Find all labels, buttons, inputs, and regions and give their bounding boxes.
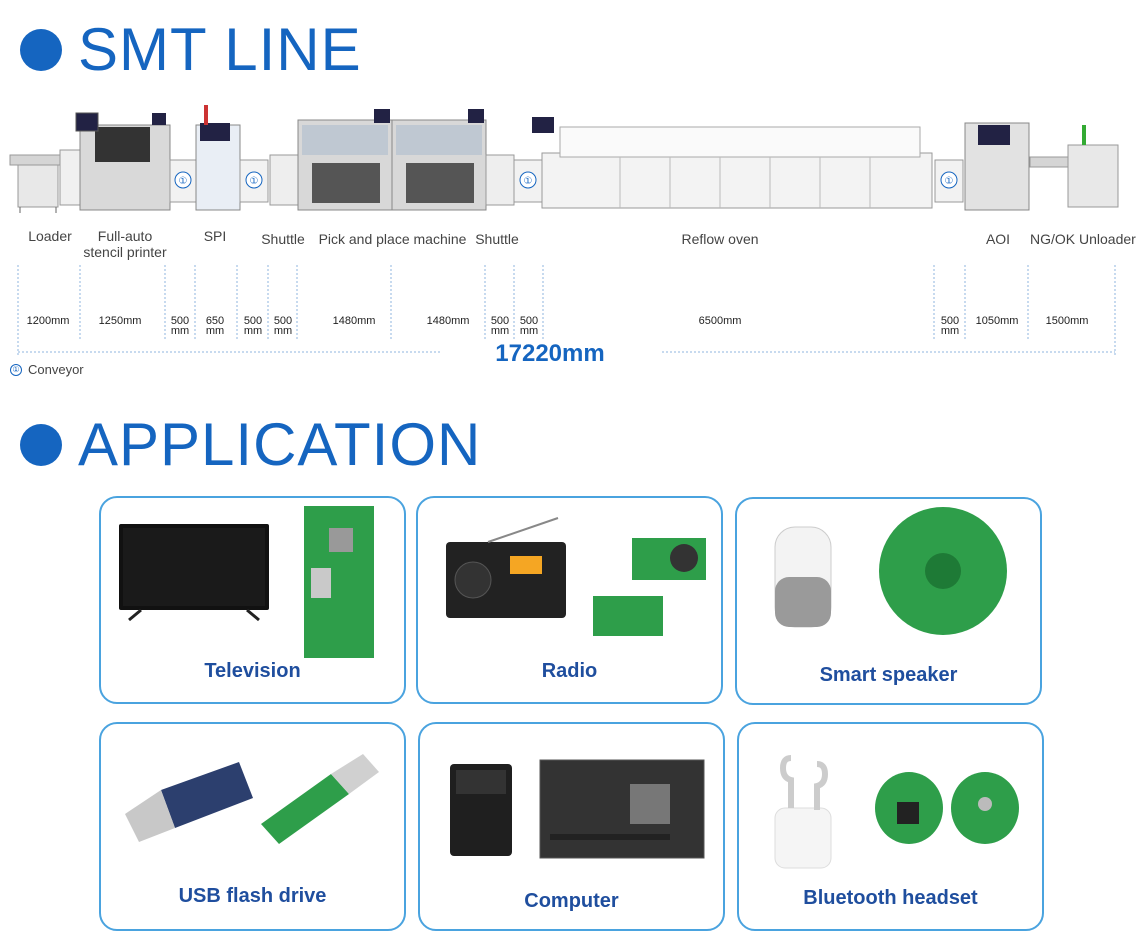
dimension-spi: 650 mm (205, 315, 225, 337)
legend-label: Conveyor (28, 362, 84, 377)
dimension-pick-place-2: 1480mm (426, 315, 470, 327)
conveyor-legend: ① Conveyor (10, 362, 84, 377)
dimension-conveyor: 500 mm (519, 315, 539, 337)
dimension-pick-place-1: 1480mm (332, 315, 376, 327)
bullet-dot-icon (20, 29, 62, 71)
conveyor-unit: ① (239, 159, 269, 203)
machine-label-reflow-oven: Reflow oven (681, 231, 759, 247)
conveyor-marker: ① (524, 176, 533, 187)
conveyor-marker-icon: ① (10, 363, 22, 376)
shuttle-machine (485, 154, 515, 206)
computer-illustration (450, 759, 705, 859)
dimension-conveyor: 500 mm (940, 315, 960, 337)
machine-label-loader: Loader (28, 228, 72, 244)
dimension-conveyor: 500 mm (243, 315, 263, 337)
dimension-conveyor: 500 mm (170, 315, 190, 337)
conveyor-marker: ① (179, 176, 188, 187)
pick-and-place-machine (297, 109, 393, 211)
dimension-unloader: 1500mm (1045, 315, 1089, 327)
machine-label-spi: SPI (203, 228, 227, 244)
smt-line-heading: SMT LINE (20, 20, 362, 80)
application-card-television: Television (99, 496, 406, 704)
machine-label-unloader: NG/OK Unloader (1030, 231, 1136, 247)
bluetooth-headset-illustration (774, 755, 1019, 869)
aoi-machine (964, 122, 1030, 211)
machine-label-shuttle: Shuttle (261, 231, 305, 247)
conveyor-marker: ① (945, 176, 954, 187)
smt-line-illustration: ① ① ① (9, 105, 1119, 213)
application-label: USB flash drive (178, 885, 327, 907)
reflow-oven-machine (532, 117, 933, 209)
dimension-stencil-printer: 1250mm (98, 315, 142, 327)
machine-label-stencil-printer: Full-auto stencil printer (83, 228, 167, 260)
application-label: Computer (524, 890, 619, 912)
application-label: Television (204, 660, 301, 682)
shuttle-machine (269, 154, 299, 206)
dimension-loader: 1200mm (26, 315, 70, 327)
application-card-usb-flash-drive: USB flash drive (99, 722, 406, 931)
dimension-reflow-oven: 6500mm (698, 315, 742, 327)
pick-and-place-machine (391, 109, 487, 211)
machine-label-pick-and-place: Pick and place machine (318, 231, 467, 247)
application-title: APPLICATION (78, 411, 482, 478)
unloader-machine (1029, 125, 1119, 208)
application-card-computer: Computer (418, 722, 725, 931)
machine-label-shuttle: Shuttle (475, 231, 519, 247)
smart-speaker-illustration (774, 507, 1007, 635)
dimension-shuttle: 500 mm (273, 315, 293, 337)
spi-machine (195, 105, 241, 211)
conveyor-unit: ① (934, 159, 964, 203)
machine-label-aoi: AOI (985, 231, 1011, 247)
application-label: Bluetooth headset (803, 887, 978, 909)
application-card-radio: Radio (416, 496, 723, 704)
conveyor-marker: ① (250, 176, 259, 187)
dimension-shuttle: 500 mm (490, 315, 510, 337)
application-label: Radio (541, 660, 598, 682)
dimension-guides (17, 265, 1116, 355)
dimension-aoi: 1050mm (975, 315, 1019, 327)
conveyor-unit: ① (513, 159, 543, 203)
radio-illustration (446, 517, 706, 636)
usb-flash-drive-illustration (125, 754, 379, 844)
application-card-smart-speaker: Smart speaker (735, 497, 1042, 705)
conveyor-unit: ① (169, 159, 197, 203)
total-length: 17220mm (440, 340, 660, 368)
bullet-dot-icon (20, 424, 62, 466)
application-card-bluetooth-headset: Bluetooth headset (737, 722, 1044, 931)
application-heading: APPLICATION (20, 415, 481, 475)
application-label: Smart speaker (819, 664, 958, 686)
smt-line-title: SMT LINE (78, 16, 362, 83)
television-illustration (119, 506, 374, 658)
stencil-printer-machine (59, 112, 171, 211)
